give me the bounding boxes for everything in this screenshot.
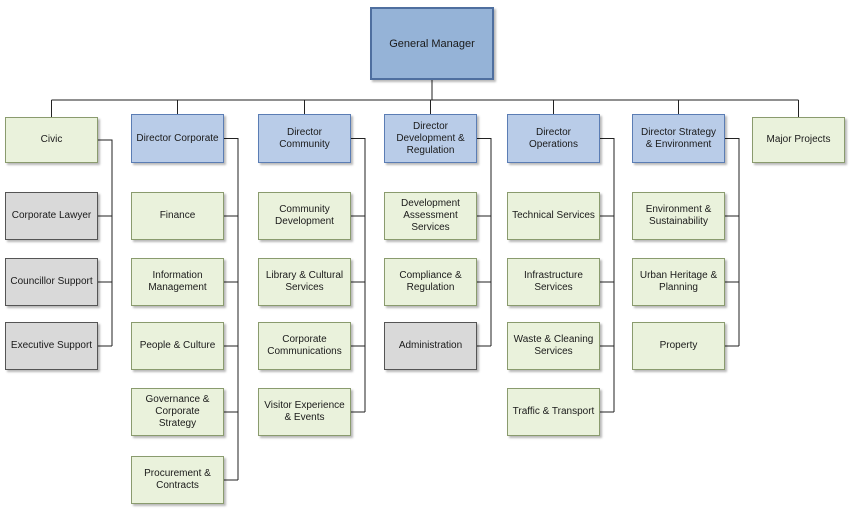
- unit-urban-heritage-and-planning: Urban Heritage & Planning: [632, 258, 725, 306]
- head-director-corporate: Director Corporate: [131, 114, 224, 163]
- unit-corporate-communications: Corporate Communications: [258, 322, 351, 370]
- unit-community-development: Community Development: [258, 192, 351, 240]
- unit-waste-and-cleaning-services: Waste & Cleaning Services: [507, 322, 600, 370]
- head-civic: Civic: [5, 117, 98, 163]
- unit-governance-and-corporate-strategy: Governance & Corporate Strategy: [131, 388, 224, 436]
- general-manager-box: General Manager: [370, 7, 494, 80]
- head-director-operations: Director Operations: [507, 114, 600, 163]
- unit-executive-support: Executive Support: [5, 322, 98, 370]
- unit-compliance-and-regulation: Compliance & Regulation: [384, 258, 477, 306]
- unit-property: Property: [632, 322, 725, 370]
- unit-finance: Finance: [131, 192, 224, 240]
- unit-traffic-and-transport: Traffic & Transport: [507, 388, 600, 436]
- head-director-development-and-regulation: Director Development & Regulation: [384, 114, 477, 163]
- unit-library-and-cultural-services: Library & Cultural Services: [258, 258, 351, 306]
- unit-environment-and-sustainability: Environment & Sustainability: [632, 192, 725, 240]
- unit-visitor-experience-and-events: Visitor Experience & Events: [258, 388, 351, 436]
- unit-information-management: Information Management: [131, 258, 224, 306]
- unit-corporate-lawyer: Corporate Lawyer: [5, 192, 98, 240]
- unit-procurement-and-contracts: Procurement & Contracts: [131, 456, 224, 504]
- unit-people-and-culture: People & Culture: [131, 322, 224, 370]
- unit-development-assessment-services: Development Assessment Services: [384, 192, 477, 240]
- unit-infrastructure-services: Infrastructure Services: [507, 258, 600, 306]
- head-director-community: Director Community: [258, 114, 351, 163]
- head-major-projects: Major Projects: [752, 117, 845, 163]
- head-director-strategy-and-environment: Director Strategy & Environment: [632, 114, 725, 163]
- unit-technical-services: Technical Services: [507, 192, 600, 240]
- connector-path: [51, 80, 799, 481]
- unit-councillor-support: Councillor Support: [5, 258, 98, 306]
- unit-administration: Administration: [384, 322, 477, 370]
